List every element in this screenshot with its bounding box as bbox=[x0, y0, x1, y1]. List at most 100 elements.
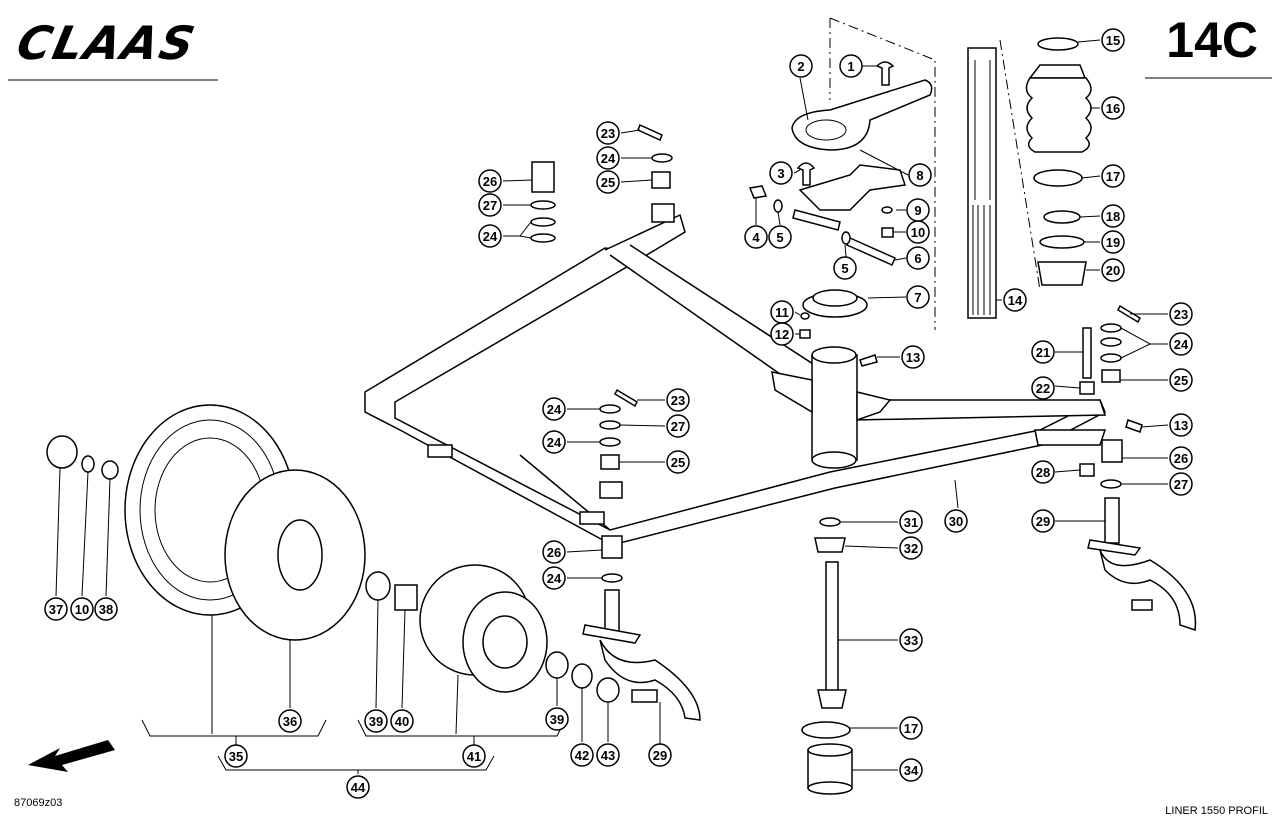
callout-25: 25 bbox=[596, 170, 620, 194]
callout-number: 24 bbox=[547, 571, 562, 586]
bush-26-right bbox=[1101, 439, 1123, 463]
callout-circle bbox=[833, 256, 857, 280]
callout-number: 18 bbox=[1106, 209, 1120, 224]
callout-43: 43 bbox=[596, 743, 620, 767]
callout-24: 24 bbox=[542, 430, 566, 454]
callout-circle bbox=[944, 509, 968, 533]
callout-number: 28 bbox=[1036, 465, 1050, 480]
callout-25: 25 bbox=[666, 450, 690, 474]
callout-circle bbox=[744, 225, 768, 249]
hose-clamp-mid bbox=[1033, 169, 1083, 187]
callout-5: 5 bbox=[833, 256, 857, 280]
callout-31: 31 bbox=[899, 510, 923, 534]
callout-25: 25 bbox=[1169, 368, 1193, 392]
bush-25-top bbox=[651, 171, 671, 189]
callout-number: 43 bbox=[601, 748, 615, 763]
callout-33: 33 bbox=[899, 628, 923, 652]
callout-circle bbox=[906, 285, 930, 309]
washer-38 bbox=[101, 460, 119, 480]
callout-circle bbox=[1101, 96, 1125, 120]
cylinder-34 bbox=[807, 743, 853, 795]
nut-10-wheel bbox=[81, 455, 95, 473]
callout-5: 5 bbox=[768, 225, 792, 249]
washer-27-top bbox=[530, 200, 556, 210]
callout-circle bbox=[346, 775, 370, 799]
callout-2: 2 bbox=[789, 54, 813, 78]
spindle bbox=[814, 517, 847, 709]
callout-circle bbox=[769, 161, 793, 185]
ring-18 bbox=[1043, 210, 1081, 224]
callout-number: 23 bbox=[671, 393, 685, 408]
group-bracket-35 bbox=[141, 719, 327, 737]
callout-44: 44 bbox=[346, 775, 370, 799]
callout-circle bbox=[1101, 230, 1125, 254]
main-shaft bbox=[967, 47, 997, 319]
callout-27: 27 bbox=[666, 414, 690, 438]
callout-number: 2 bbox=[797, 59, 804, 74]
callout-35: 35 bbox=[224, 744, 248, 768]
washer-9 bbox=[881, 206, 893, 214]
callout-circle bbox=[666, 414, 690, 438]
callout-circle bbox=[1169, 368, 1193, 392]
callout-number: 13 bbox=[1174, 418, 1188, 433]
callout-number: 37 bbox=[49, 602, 63, 617]
caster-arm-right bbox=[1087, 497, 1197, 632]
hose-clamp-bottom bbox=[801, 721, 851, 739]
washer-11 bbox=[800, 312, 810, 320]
group-bracket-41 bbox=[357, 719, 566, 737]
washer-24-mid-a bbox=[599, 404, 621, 414]
callout-number: 27 bbox=[483, 198, 497, 213]
callout-circle bbox=[278, 709, 302, 733]
callout-circle bbox=[1101, 164, 1125, 188]
bolt-1 bbox=[875, 61, 895, 86]
callout-circle bbox=[224, 744, 248, 768]
plate-right bbox=[1034, 429, 1107, 446]
callout-number: 14 bbox=[1008, 293, 1023, 308]
direction-arrow bbox=[28, 740, 115, 772]
callout-circle bbox=[1101, 204, 1125, 228]
bush-26-top bbox=[531, 161, 555, 193]
callout-26: 26 bbox=[478, 169, 502, 193]
callout-9: 9 bbox=[906, 198, 930, 222]
grease-nipple-13b bbox=[1125, 419, 1143, 433]
callout-24: 24 bbox=[542, 566, 566, 590]
callout-12: 12 bbox=[770, 322, 794, 346]
caster-arm-left bbox=[582, 535, 701, 721]
tyre bbox=[124, 404, 366, 641]
callout-number: 26 bbox=[547, 545, 561, 560]
callout-circle bbox=[570, 743, 594, 767]
grease-nipple-13a bbox=[859, 354, 878, 367]
callout-26: 26 bbox=[542, 540, 566, 564]
callout-32: 32 bbox=[899, 536, 923, 560]
callout-circle bbox=[901, 345, 925, 369]
callout-number: 1 bbox=[847, 59, 854, 74]
bearing-39a bbox=[365, 571, 391, 601]
washer-19 bbox=[1039, 235, 1085, 249]
callout-number: 38 bbox=[99, 602, 113, 617]
callout-number: 25 bbox=[1174, 373, 1188, 388]
callout-circle bbox=[596, 146, 620, 170]
callout-number: 26 bbox=[483, 174, 497, 189]
nut-10 bbox=[881, 227, 894, 238]
washer-24-top-a bbox=[530, 217, 556, 227]
seal-42 bbox=[571, 663, 593, 689]
callout-circle bbox=[908, 163, 932, 187]
washer-24-mid-b bbox=[599, 437, 621, 447]
callout-circle bbox=[1169, 413, 1193, 437]
callout-38: 38 bbox=[94, 597, 118, 621]
callout-40: 40 bbox=[390, 709, 414, 733]
callout-number: 24 bbox=[601, 151, 616, 166]
callout-16: 16 bbox=[1101, 96, 1125, 120]
callout-number: 6 bbox=[914, 251, 921, 266]
callout-number: 24 bbox=[1174, 337, 1189, 352]
callout-circle bbox=[839, 54, 863, 78]
callout-22: 22 bbox=[1031, 376, 1055, 400]
callout-number: 8 bbox=[916, 168, 923, 183]
callout-26: 26 bbox=[1169, 446, 1193, 470]
callout-number: 10 bbox=[75, 602, 89, 617]
callout-number: 25 bbox=[671, 455, 685, 470]
callout-21: 21 bbox=[1031, 340, 1055, 364]
callout-circle bbox=[596, 121, 620, 145]
pin-23-top bbox=[637, 123, 663, 142]
callout-number: 11 bbox=[775, 305, 789, 320]
